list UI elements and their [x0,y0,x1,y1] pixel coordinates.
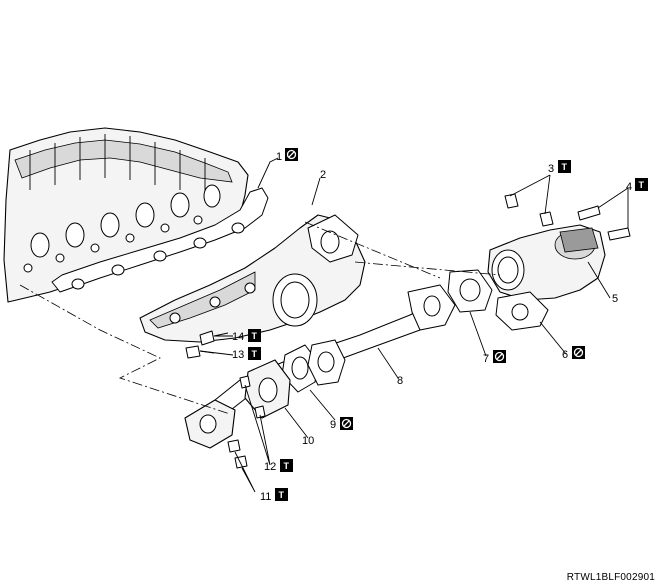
callout-13: 13 T [232,347,261,361]
callout-number: 12 [264,461,276,473]
callout-10: 10 [302,435,314,447]
callout-number: 9 [330,419,336,431]
leader-lines [199,157,629,493]
manifold-gasket [51,187,269,293]
callout-9: 9 [330,417,353,431]
callout-number: 10 [302,435,314,447]
egr-valve [487,224,606,301]
flange-10 [244,359,291,419]
bolts-4 [577,205,631,241]
exhaust-manifold [139,214,366,343]
callout-number: 4 [626,181,632,193]
callout-number: 7 [483,353,489,365]
torque-icon-glyph: T [279,490,285,500]
torque-icon [558,160,571,173]
torque-icon-glyph: T [562,162,568,172]
torque-icon [248,347,261,360]
callout-8: 8 [397,375,403,387]
callout-14: 14 T [232,329,261,343]
callout-4: 4 T [626,178,648,193]
bolt-14 [199,330,229,346]
callout-number: 8 [397,375,403,387]
callout-number: 11 [260,491,271,503]
torque-icon-glyph: T [639,180,645,190]
callout-number: 14 [232,331,244,343]
bolts-12 [239,375,266,419]
bolts-11 [227,439,248,469]
callout-number: 3 [548,163,554,175]
joint-gasket [307,339,346,386]
torque-icon-glyph: T [284,461,290,471]
callout-3: 3 T [548,160,571,175]
head-ribs [29,134,206,195]
callout-number: 13 [232,349,244,361]
gasket-6 [495,291,549,331]
callout-12: 12 T [264,459,293,473]
torque-icon-glyph: T [252,331,258,341]
callout-number: 5 [612,293,618,305]
phantom-lines [19,221,501,415]
bolts-3 [504,193,554,227]
torque-icon [275,488,288,501]
callout-5: 5 [612,293,618,305]
callout-number: 2 [320,169,326,181]
callout-number: 1 [276,151,282,163]
callout-6: 6 [562,346,585,361]
torque-icon [280,459,293,472]
callout-1: 1 [276,148,298,163]
callout-11: 11 T [260,488,288,503]
callout-2: 2 [320,169,326,181]
callout-number: 6 [562,349,568,361]
callout-7: 7 [483,350,506,365]
exhaust-ports [30,184,221,258]
head-studs [23,215,203,273]
torque-icon [248,329,261,342]
torque-icon-glyph: T [252,349,258,359]
gasket-7 [447,269,493,313]
torque-icon [635,178,648,191]
cylinder-head [3,127,249,303]
figure-reference-code: RTWL1BLF002901 [566,572,655,583]
